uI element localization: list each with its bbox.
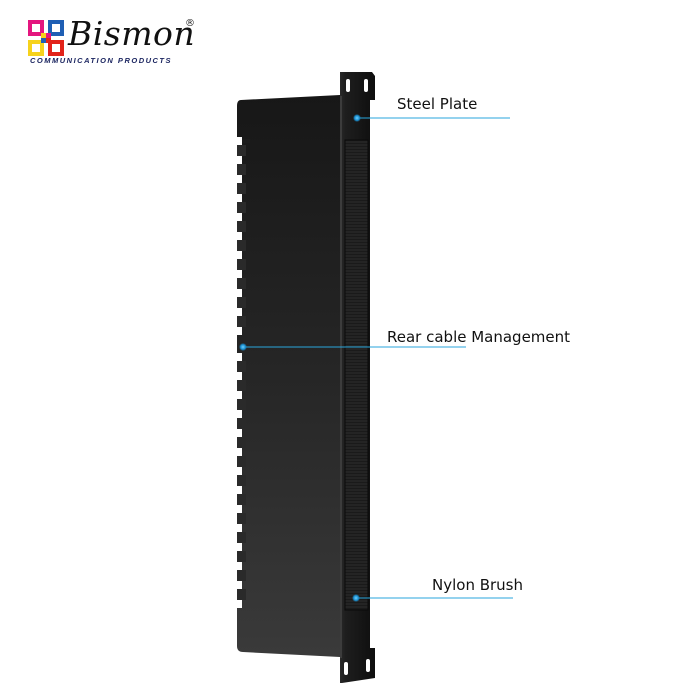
callout-nylon-brush-pointer xyxy=(352,594,513,602)
rack-mount-slot-icon xyxy=(344,662,348,675)
callout-nylon-brush-label: Nylon Brush xyxy=(432,576,524,594)
brand-name: Bismon xyxy=(68,14,196,53)
rack-mount-slot-icon xyxy=(366,659,370,672)
callout-rear-cable-management-label: Rear cable Management xyxy=(387,328,571,346)
callout-rear-cable-pointer xyxy=(239,343,466,351)
rear-plate xyxy=(236,95,340,657)
nylon-brush-strip xyxy=(344,139,369,611)
logo-mark-icon xyxy=(28,20,64,56)
callout-steel-plate-label: Steel Plate xyxy=(397,95,478,113)
brand-logo: Bismon ® COMMUNICATION PRODUCTS xyxy=(28,14,208,70)
rack-mount-slot-icon xyxy=(346,79,350,92)
rack-mount-slot-icon xyxy=(364,79,368,92)
brand-tagline: COMMUNICATION PRODUCTS xyxy=(30,56,173,65)
registered-mark: ® xyxy=(185,18,195,29)
cable-fingers xyxy=(236,137,250,608)
front-panel xyxy=(340,72,375,683)
callout-steel-plate-pointer xyxy=(353,114,510,122)
